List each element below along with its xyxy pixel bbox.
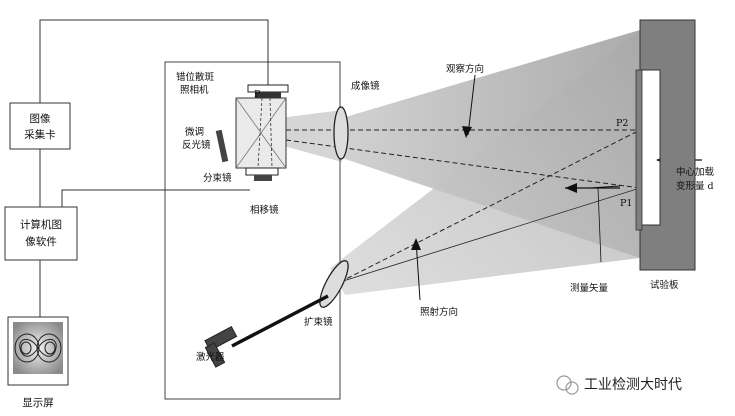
computer-box — [4, 206, 78, 261]
observe-direction-label: 观察方向 — [446, 63, 484, 75]
image-card-label-2: 采集卡 — [24, 128, 56, 141]
image-card-label-1: 图像 — [30, 113, 51, 125]
computer-label-2: 像软件 — [25, 235, 57, 248]
watermark: 工业检测大时代 — [556, 375, 682, 395]
ray-illum — [339, 129, 641, 283]
camera-p-label: P — [254, 89, 261, 100]
mirror — [215, 129, 229, 163]
illum-arrow — [411, 238, 421, 250]
cable-computer-frame — [61, 189, 250, 207]
beam-splitter-label: 分束镜 — [203, 172, 232, 184]
camera-label-1: 错位散斑 — [176, 71, 215, 83]
measure-vector-label: 测量矢量 — [570, 282, 609, 294]
computer-label-1: 计算机图 — [20, 218, 62, 231]
illum-direction-label: 照射方向 — [420, 306, 458, 318]
load-label-1: 中心加载 — [676, 166, 715, 178]
image-card-box — [9, 102, 71, 150]
lens-camera-beam — [280, 110, 342, 162]
phase-mirror-label: 相移镜 — [250, 204, 279, 216]
expander-label: 扩束镜 — [304, 316, 333, 328]
mirror-label-2: 反光镜 — [182, 139, 211, 151]
observe-arrow — [462, 126, 472, 138]
mirror-label-1: 微调 — [185, 126, 204, 138]
laser-label: 激光器 — [196, 351, 225, 363]
load-label-2: 变形量 d — [676, 180, 714, 192]
p2-label: P2 — [616, 118, 628, 129]
test-plate-label: 试验板 — [650, 279, 679, 291]
camera-label-2: 照相机 — [180, 84, 209, 96]
illumination-beam — [330, 30, 640, 295]
wechat-icon — [556, 375, 572, 391]
cable-card-camera — [39, 19, 269, 103]
watermark-text: 工业检测大时代 — [584, 377, 682, 393]
imaging-lens-label: 成像镜 — [351, 80, 380, 92]
laser — [204, 325, 238, 368]
laser-beam — [231, 294, 329, 348]
optical-frame — [164, 61, 341, 400]
camera — [235, 84, 289, 181]
fringe-pattern — [14, 333, 62, 363]
display-label: 显示屏 — [22, 397, 54, 409]
imaging-lens — [333, 106, 349, 160]
ray-illum-p1 — [339, 187, 641, 283]
p1-label: P1 — [620, 198, 632, 209]
test-plate — [639, 19, 696, 271]
